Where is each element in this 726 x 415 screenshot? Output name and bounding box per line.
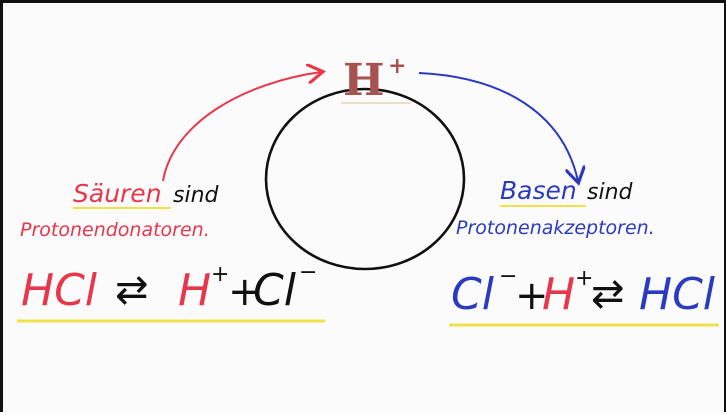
base-eq-product: HCl <box>639 269 716 320</box>
proton-cycle-circle <box>264 87 466 271</box>
base-eq-proton-charge: + <box>575 266 593 291</box>
acid-donate-arrow <box>162 72 321 182</box>
base-eq-anion-charge: − <box>499 264 517 289</box>
acid-eq-proton: H <box>178 265 211 316</box>
diagram-canvas: H + Säuren sind Protonendonatoren. HCl ⇄… <box>17 53 719 327</box>
base-subtitle: Protonenakzeptoren. <box>456 217 655 239</box>
base-eq-anion: Cl <box>451 269 495 320</box>
acid-eq-arrow: ⇄ <box>115 267 149 313</box>
acid-eq-anion-charge: − <box>299 260 317 285</box>
base-title-rest: sind <box>587 180 634 205</box>
acid-eq-plus: + <box>228 269 262 315</box>
base-eq-plus: + <box>515 273 549 319</box>
acid-title-word: Säuren <box>73 179 162 208</box>
acid-title-rest: sind <box>173 183 220 208</box>
base-eq-arrow: ⇄ <box>591 271 625 317</box>
acid-eq-proton-charge: + <box>211 262 229 287</box>
base-eq-proton: H <box>542 269 575 320</box>
acid-subtitle: Protonendonatoren. <box>20 219 210 241</box>
proton-symbol: H <box>343 55 385 106</box>
base-title-word: Basen <box>500 176 577 205</box>
base-accept-arrow <box>418 72 578 181</box>
acid-eq-reactant: HCl <box>21 265 98 316</box>
proton-charge: + <box>388 53 406 79</box>
acid-eq-anion: Cl <box>253 265 297 316</box>
